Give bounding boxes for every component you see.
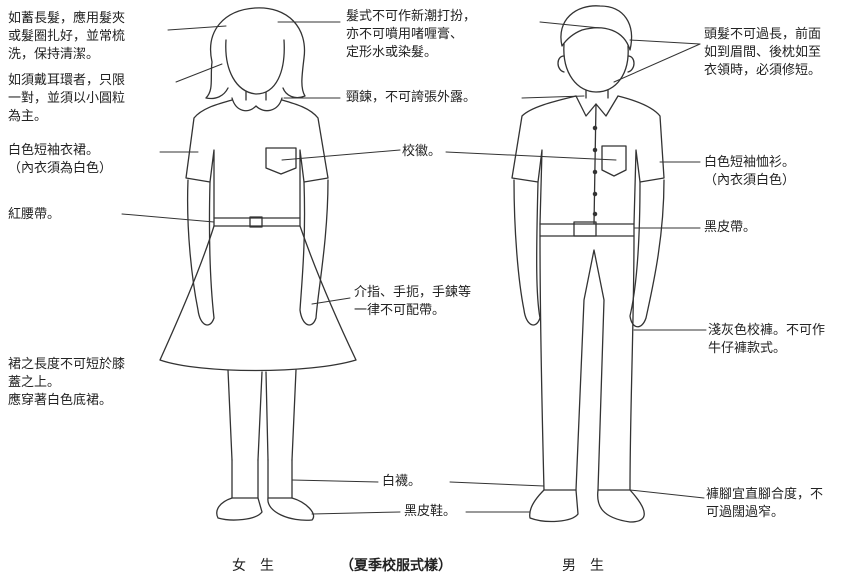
label-earrings: 如須戴耳環者，只限 一對，並須以小圓粒 為主。: [8, 73, 126, 124]
boy-left-shoe: [529, 489, 579, 523]
leader-boy-hair-1: [629, 39, 701, 45]
boy-trousers: [539, 235, 635, 491]
boy-hair: [560, 5, 633, 51]
girl-pocket: [265, 147, 297, 175]
label-hair-long: 如蓄長髮，應用髮夾 或髮圈扎好，並常梳 洗，保持清潔。: [8, 11, 126, 62]
girl-socks: [231, 459, 293, 499]
label-rings: 介指、手扼，手鍊等 一律不可配帶。: [354, 285, 472, 318]
label-black-belt: 黑皮帶。: [704, 220, 757, 235]
label-boy-hair: 頭髮不可過長，前面 如到眉間、後枕如至 衣領時，必須修短。: [704, 27, 822, 78]
boy-neck: [585, 89, 609, 99]
label-trouser-legs: 褲腳宜直腳合度，不 可過闊過窄。: [706, 487, 824, 520]
boy-shirt-body: [511, 95, 665, 225]
boy-collar: [575, 95, 619, 117]
leader-black-shoes-girl: [311, 511, 401, 515]
boy-right-shoe: [597, 489, 645, 523]
girl-neck: [245, 91, 267, 101]
boy-right-arm: [629, 179, 665, 328]
girl-right-shoe: [267, 497, 315, 521]
leader-badge-girl: [281, 149, 401, 161]
label-girl-dress: 白色短袖衣裙。 （內衣須為白色）: [8, 143, 113, 176]
boy-left-arm: [513, 179, 541, 326]
girl-collar: [231, 97, 283, 112]
leader-white-socks-boy: [449, 481, 545, 487]
girl-belt: [213, 217, 301, 227]
label-red-belt: 紅腰帶。: [8, 207, 61, 222]
label-badge: 校徽。: [402, 144, 442, 159]
leader-lines: [121, 21, 707, 515]
boy-pocket: [601, 145, 627, 177]
girl-hair: [205, 7, 306, 100]
leader-boy-hair-2: [613, 43, 701, 83]
girl-left-arm: [186, 179, 215, 326]
boy-belt-buckle: [573, 221, 597, 237]
girl-skirt: [159, 225, 357, 372]
label-necklace: 頸鍊，不可誇張外露。: [346, 90, 477, 105]
leader-rings: [311, 297, 351, 305]
caption-title: （夏季校服式樣）: [340, 558, 452, 574]
leader-badge-boy: [445, 151, 617, 161]
leader-trouser-legs: [629, 489, 705, 499]
girl-blouse: [185, 99, 329, 219]
boy-shirt-buttons: [592, 125, 598, 217]
label-white-socks: 白襪。: [382, 474, 422, 489]
caption-female: 女 生: [232, 558, 274, 574]
boy-belt: [539, 223, 635, 237]
leader-hair-long: [167, 25, 227, 31]
girl-figure: [159, 7, 357, 521]
boy-figure: [511, 5, 665, 523]
boy-ears: [557, 55, 635, 73]
caption-male: 男 生: [562, 558, 604, 574]
girl-left-shoe: [216, 497, 263, 521]
label-skirt-length: 裙之長度不可短於膝 蓋之上。 應穿著白色底裙。: [8, 357, 126, 408]
leader-necklace-boy: [521, 95, 585, 99]
leader-red-belt: [121, 213, 215, 223]
label-trousers: 淺灰色校褲。不可作 牛仔褲款式。: [708, 323, 826, 356]
leader-white-socks-girl: [291, 479, 379, 483]
leader-earrings: [175, 63, 223, 83]
girl-right-arm: [299, 179, 329, 326]
girl-face: [225, 39, 285, 95]
boy-face: [563, 43, 629, 93]
leader-boy-hair-3: [539, 21, 601, 29]
girl-belt-buckle: [249, 216, 263, 228]
label-hair-style: 髮式不可作新潮打扮， 亦不可噴用啫喱膏、 定形水或染髮。: [346, 9, 477, 60]
girl-legs: [227, 369, 297, 461]
label-black-shoes: 黑皮鞋。: [404, 504, 457, 519]
label-boy-shirt: 白色短袖恤衫。 （內衣須白色）: [704, 155, 796, 188]
